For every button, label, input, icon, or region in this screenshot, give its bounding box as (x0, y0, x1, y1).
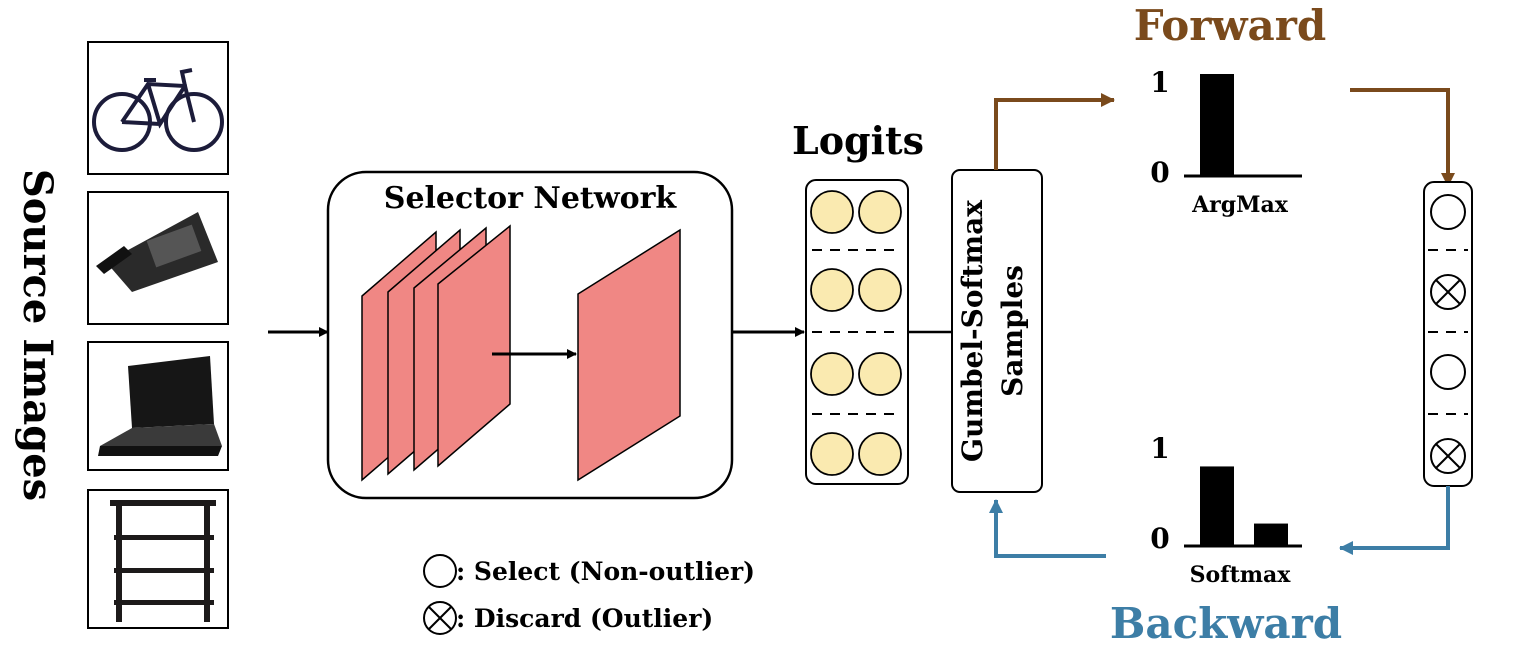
select-mask-icon (1430, 354, 1466, 390)
discard-mask-icon (1430, 274, 1466, 310)
logit-circle (810, 268, 854, 312)
output-mask-column (1423, 181, 1473, 487)
logit-circle (810, 352, 854, 396)
backward-label: Backward (1110, 599, 1342, 648)
legend-discard-text: : Discard (Outlier) (456, 604, 713, 633)
gumbel-label-line2: Samples (996, 265, 1029, 397)
logit-circle (810, 190, 854, 234)
selector-network: Selector Network (326, 170, 734, 500)
softmax-bar-1 (1200, 466, 1234, 546)
discard-legend-icon (423, 601, 457, 635)
forward-label: Forward (1134, 1, 1327, 50)
legend: : Select (Non-outlier) : Discard (Outlie… (423, 554, 755, 635)
softmax-label: Softmax (1190, 562, 1292, 588)
legend-select-text: : Select (Non-outlier) (456, 557, 755, 586)
discard-mask-icon (1430, 438, 1466, 474)
logits-title: Logits (792, 118, 924, 163)
argmax-y-top: 1 (1150, 66, 1169, 99)
softmax-chart: 1 0 Softmax (1150, 432, 1302, 588)
logit-circle (810, 432, 854, 476)
feature-maps (361, 224, 681, 482)
select-mask-icon (1430, 194, 1466, 230)
source-image-stack (87, 41, 229, 629)
forward-arrow-top (994, 93, 1115, 170)
softmax-y-top: 1 (1150, 432, 1169, 465)
argmax-bar-1 (1200, 74, 1234, 176)
logit-circle (858, 190, 902, 234)
source-image-shelf (87, 489, 229, 629)
source-image-laptop (87, 341, 229, 471)
argmax-chart: 1 0 ArgMax (1150, 66, 1302, 218)
backward-arrow-right (1339, 486, 1450, 555)
softmax-y-bottom: 0 (1150, 522, 1169, 555)
backward-arrow-left (989, 499, 1106, 558)
select-legend-icon (423, 554, 457, 588)
logits-column (805, 179, 909, 485)
selector-network-title: Selector Network (384, 181, 678, 216)
argmax-label: ArgMax (1191, 192, 1289, 218)
logit-circle (858, 432, 902, 476)
logit-circle (858, 268, 902, 312)
argmax-y-bottom: 0 (1150, 156, 1169, 189)
source-image-telephone (87, 191, 229, 325)
source-images-label: Source Images (14, 169, 61, 501)
forward-arrow-down (1350, 88, 1455, 187)
source-image-bicycle (87, 41, 229, 175)
softmax-bar-2 (1254, 523, 1288, 546)
gumbel-label-line1: Gumbel-Softmax (956, 200, 989, 462)
logit-circle (858, 352, 902, 396)
gumbel-softmax-box: Gumbel-Softmax Samples (951, 169, 1043, 493)
